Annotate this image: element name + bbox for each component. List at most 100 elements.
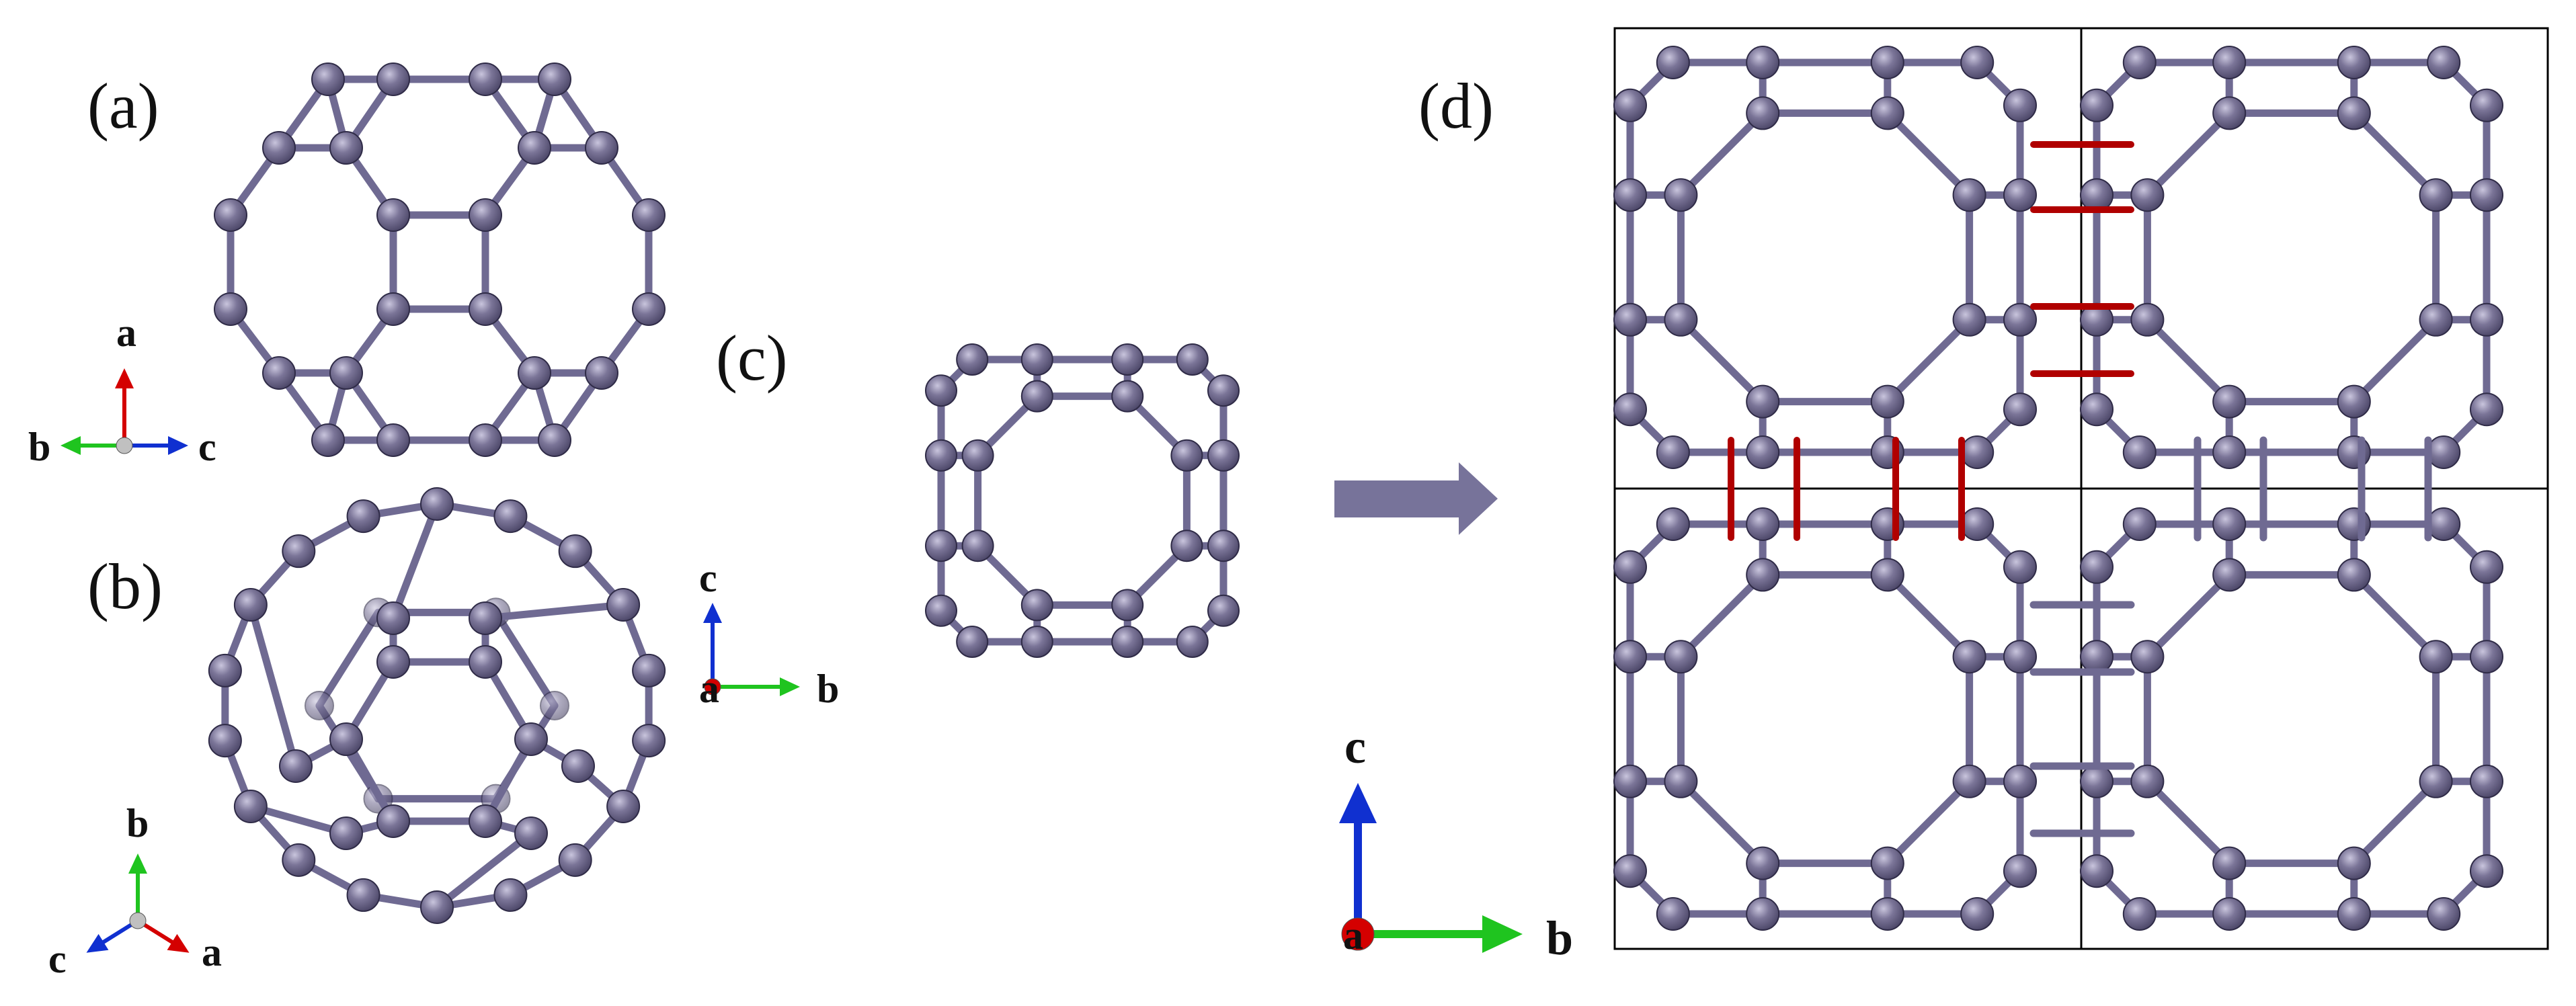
- atom: [1111, 626, 1144, 658]
- atom: [632, 292, 666, 326]
- atom: [540, 691, 569, 720]
- atom: [469, 62, 502, 96]
- atom: [1170, 530, 1203, 562]
- bond: [1884, 109, 1974, 199]
- truncated-octahedron-cage-view-a: [214, 62, 666, 457]
- atom: [469, 645, 502, 679]
- atom: [2003, 550, 2037, 584]
- atom: [2427, 46, 2461, 79]
- atom: [956, 343, 989, 376]
- atom: [1746, 435, 1780, 469]
- atom: [2080, 88, 2114, 122]
- atom: [2427, 897, 2461, 931]
- atom: [2003, 302, 2037, 337]
- atom: [346, 878, 380, 912]
- atom: [1960, 507, 1995, 541]
- atom: [925, 594, 957, 627]
- bond: [2143, 109, 2233, 199]
- atom: [606, 790, 641, 823]
- bond: [481, 601, 627, 622]
- atom: [1656, 435, 1690, 469]
- atom: [2427, 435, 2461, 469]
- atom: [585, 356, 618, 390]
- atom: [376, 198, 410, 232]
- bond: [247, 601, 300, 770]
- axis-origin: [129, 912, 147, 929]
- panel-label-c: (c): [716, 322, 788, 394]
- atom: [1870, 46, 1904, 79]
- atom: [1952, 764, 1986, 798]
- atom: [1613, 178, 1647, 212]
- atom: [305, 691, 334, 720]
- axis-label-b-right: a: [202, 930, 222, 974]
- atom: [1664, 302, 1698, 337]
- bond: [2143, 571, 2233, 661]
- atom: [538, 423, 571, 457]
- atom: [2337, 558, 2371, 592]
- atom: [558, 534, 592, 569]
- atom: [346, 499, 380, 534]
- atom: [2427, 507, 2461, 541]
- atom: [1870, 96, 1904, 130]
- axis-arrowhead: [780, 677, 800, 696]
- bond: [2350, 109, 2440, 199]
- atom: [1111, 589, 1144, 622]
- atom: [1960, 46, 1995, 79]
- atom: [1207, 594, 1240, 627]
- axis-label-b-up: b: [126, 801, 149, 845]
- atom: [1870, 384, 1904, 419]
- atom: [1207, 374, 1240, 407]
- atom: [2337, 435, 2371, 469]
- atom: [1960, 897, 1995, 931]
- atom: [1746, 507, 1780, 541]
- atom: [1613, 640, 1647, 674]
- atom: [632, 724, 666, 758]
- atom: [279, 749, 313, 783]
- panel-label-b: (b): [87, 550, 163, 622]
- atom: [1656, 46, 1690, 79]
- atom: [514, 722, 548, 756]
- atom: [2337, 384, 2371, 419]
- atom: [493, 499, 528, 534]
- atom: [1952, 178, 1986, 212]
- atom: [561, 749, 595, 783]
- atom: [2337, 507, 2371, 541]
- atom: [282, 843, 316, 877]
- atom: [376, 601, 410, 635]
- atom: [2212, 897, 2247, 931]
- atom: [2080, 854, 2114, 888]
- panel-label-d: (d): [1418, 70, 1494, 142]
- atom: [1170, 439, 1203, 472]
- atom: [961, 530, 994, 562]
- atom: [2122, 507, 2157, 541]
- atom: [538, 62, 571, 96]
- axis-label-d-right: b: [1546, 911, 1573, 965]
- bond: [492, 608, 559, 710]
- atom: [2470, 392, 2503, 427]
- bond: [2143, 316, 2233, 406]
- atom: [1952, 640, 1986, 674]
- atom: [208, 653, 242, 687]
- right-arrow-icon: [1334, 462, 1498, 535]
- atom: [329, 816, 363, 850]
- atom: [2470, 550, 2503, 584]
- atom: [2337, 46, 2371, 79]
- atom: [329, 356, 363, 390]
- atom: [208, 724, 242, 758]
- atom: [1020, 343, 1053, 376]
- bond: [2350, 778, 2440, 868]
- atom: [1870, 558, 1904, 592]
- panel-label-a: (a): [87, 70, 159, 142]
- bond: [1677, 316, 1767, 406]
- atom: [2003, 178, 2037, 212]
- atom: [376, 645, 410, 679]
- atom: [1613, 392, 1647, 427]
- atom: [2470, 640, 2503, 674]
- axis-triad-c: [703, 603, 800, 696]
- atom: [2122, 435, 2157, 469]
- atom: [558, 843, 592, 877]
- atom: [214, 292, 247, 326]
- cage-assembly-supercell: [1613, 27, 2549, 950]
- bond: [1677, 778, 1767, 868]
